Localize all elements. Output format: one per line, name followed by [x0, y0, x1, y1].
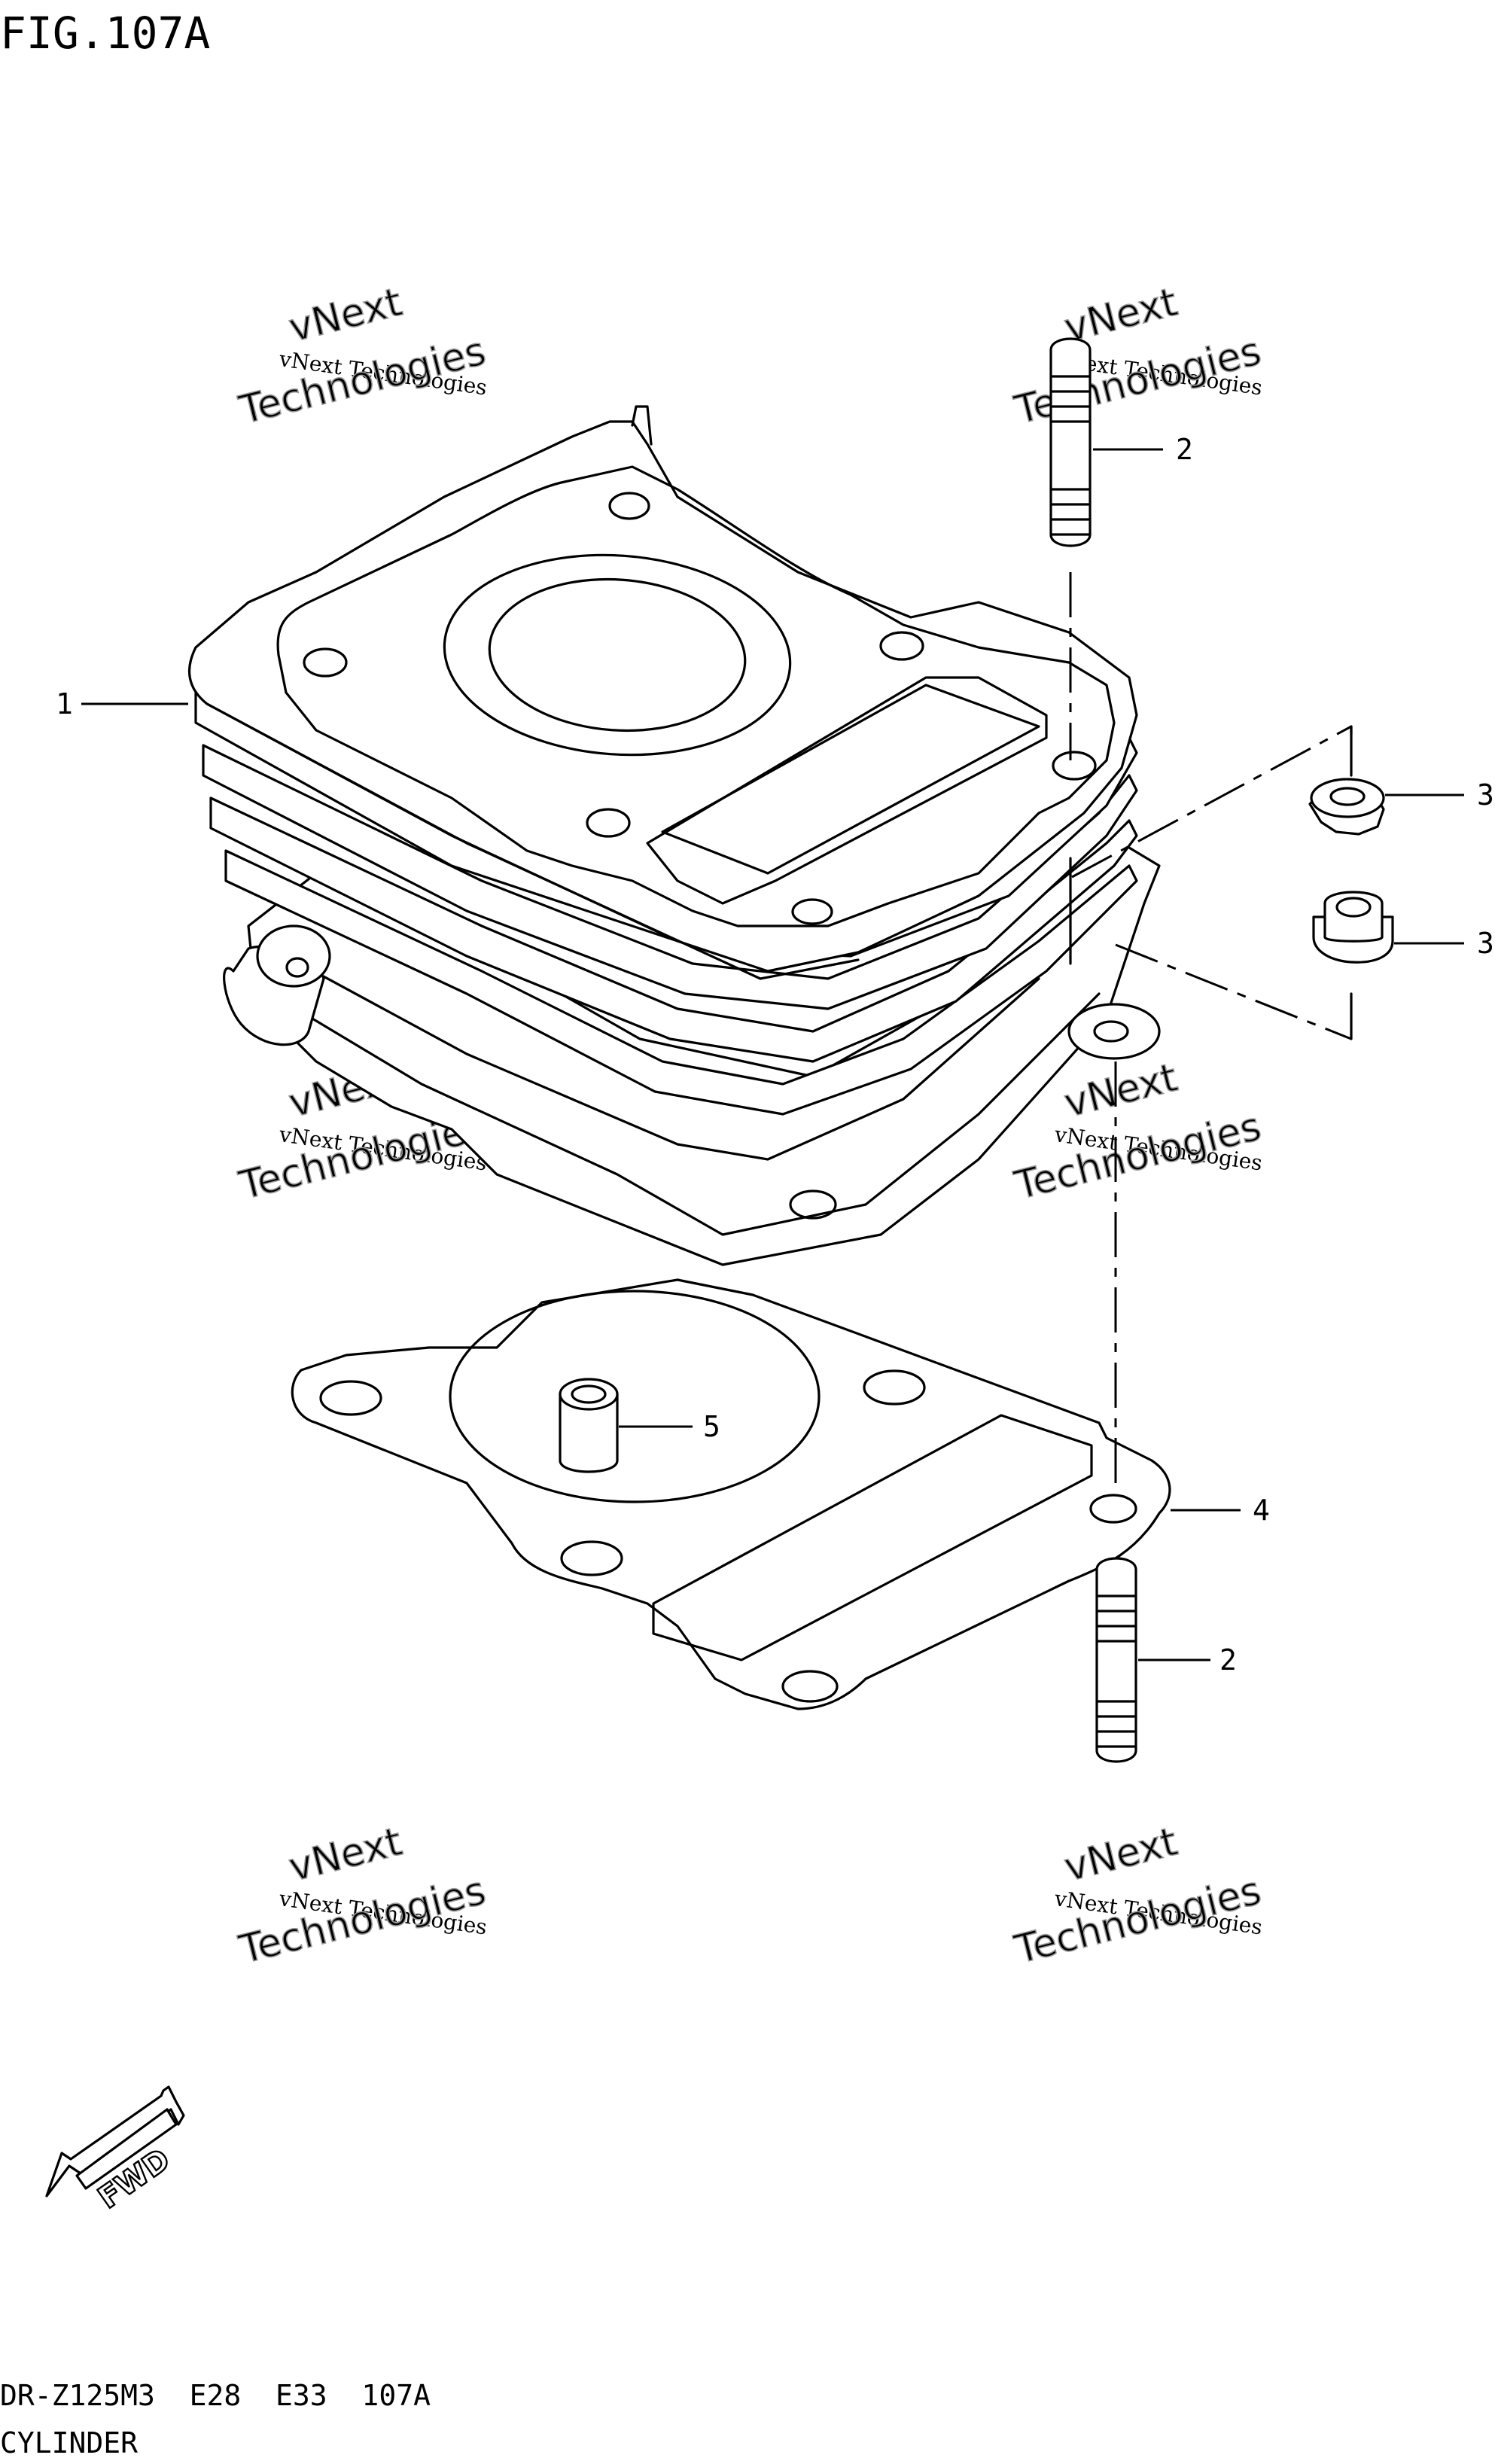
callout-2-lower: 2	[1138, 1643, 1237, 1677]
svg-text:Technologies: Technologies	[235, 329, 491, 434]
watermark-bottom-right: vNext Technologies vNext Technologies	[1009, 1819, 1266, 1974]
figure-title: FIG.107A	[0, 8, 210, 59]
callout-3-upper: 3	[1385, 778, 1494, 812]
callout-2-upper: 2	[1093, 433, 1193, 466]
svg-text:vNext: vNext	[285, 1820, 406, 1891]
svg-text:2: 2	[1176, 433, 1193, 466]
svg-text:4: 4	[1253, 1494, 1270, 1527]
svg-text:2: 2	[1219, 1643, 1237, 1677]
assembly-lines	[1069, 572, 1353, 1487]
section-name: CYLINDER	[0, 2426, 138, 2459]
callout-5: 5	[619, 1410, 720, 1443]
watermark-top-left: vNext Technologies vNext Technologies	[234, 279, 491, 434]
nut-lower-drawing	[1312, 891, 1394, 964]
svg-text:Technologies: Technologies	[1010, 1104, 1266, 1209]
callout-1: 1	[56, 687, 188, 720]
svg-text:5: 5	[703, 1410, 720, 1443]
watermark-top-right: vNext Technologies vNext Technologies	[1009, 279, 1266, 434]
gasket-drawing	[291, 1278, 1171, 1710]
model-code: DR-Z125M3 E28 E33 107A	[0, 2379, 431, 2412]
stud-upper-drawing	[1049, 337, 1092, 547]
svg-text:vNext: vNext	[1060, 1055, 1182, 1127]
cylinder-drawing	[188, 405, 1161, 1266]
nut-upper-drawing	[1308, 778, 1385, 836]
watermark-bottom-left: vNext Technologies vNext Technologies	[234, 1819, 491, 1974]
stud-lower-drawing	[1095, 1557, 1137, 1763]
svg-text:vNext: vNext	[1060, 1820, 1182, 1891]
svg-text:vNext: vNext	[285, 280, 406, 352]
fwd-arrow: FWD	[45, 2085, 185, 2216]
svg-text:3: 3	[1477, 778, 1494, 812]
dowel-pin-drawing	[559, 1378, 619, 1473]
svg-text:Technologies: Technologies	[1010, 1869, 1266, 1973]
callout-3-lower: 3	[1394, 927, 1494, 960]
svg-text:3: 3	[1477, 927, 1494, 960]
callout-4: 4	[1171, 1494, 1270, 1527]
svg-text:Technologies: Technologies	[235, 1869, 491, 1973]
svg-text:1: 1	[56, 687, 73, 720]
svg-text:Technologies: Technologies	[1010, 329, 1266, 434]
